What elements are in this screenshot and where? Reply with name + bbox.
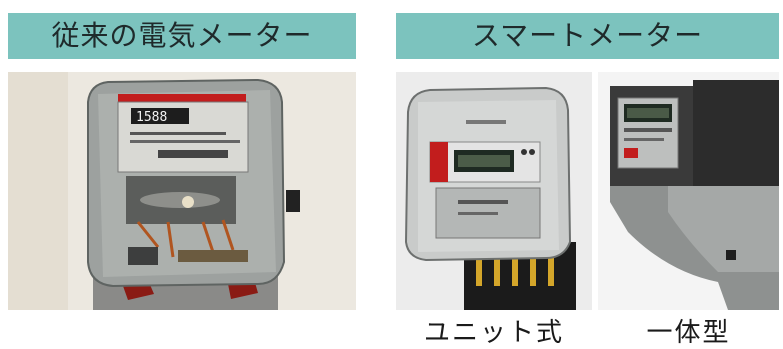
register-digits: 1588 <box>136 110 167 125</box>
smart-meter-title: スマートメーター <box>396 13 779 59</box>
integrated-type-caption: 一体型 <box>646 318 731 348</box>
unit-type-meter-photo <box>396 72 592 310</box>
smart-meter-panel: スマートメーター <box>396 0 779 348</box>
unit-type-caption: ユニット式 <box>423 318 564 348</box>
integrated-type-meter-photo <box>598 72 779 310</box>
conventional-meter-title: 従来の電気メーター <box>8 13 356 59</box>
conventional-meter-panel: 従来の電気メーター 1588 <box>0 0 364 347</box>
analog-meter-photo: 1588 <box>8 72 356 310</box>
